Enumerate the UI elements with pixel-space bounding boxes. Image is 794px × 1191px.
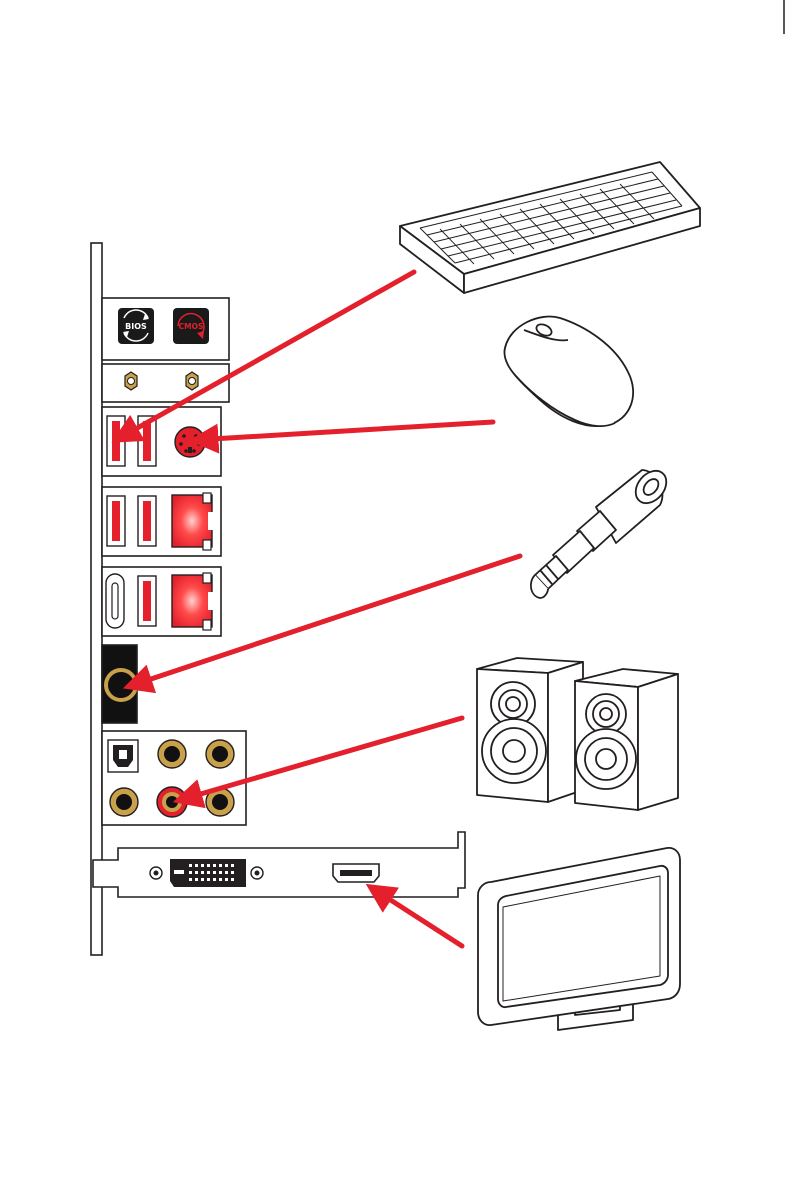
keyboard-icon bbox=[400, 162, 700, 293]
usb-port[interactable] bbox=[107, 416, 125, 466]
usb-port[interactable] bbox=[138, 576, 156, 626]
monitor-icon bbox=[478, 848, 680, 1030]
cmos-label: CMOS bbox=[179, 322, 204, 331]
audio-jack[interactable] bbox=[206, 740, 234, 768]
usb-c-port[interactable] bbox=[106, 574, 124, 628]
wifi-antenna-connector-2[interactable] bbox=[186, 372, 198, 390]
audio-line-out-jack[interactable] bbox=[157, 787, 187, 817]
antenna-block bbox=[102, 364, 229, 402]
usb-port[interactable] bbox=[107, 496, 125, 546]
hdmi-port[interactable] bbox=[333, 864, 379, 882]
mouse-arrow bbox=[196, 422, 493, 440]
optical-spdif-port[interactable] bbox=[108, 740, 138, 772]
headphone-adapter-icon bbox=[531, 465, 673, 598]
bios-label: BIOS bbox=[125, 322, 147, 331]
clear-cmos-button[interactable]: CMOS bbox=[173, 308, 209, 344]
usb-port[interactable] bbox=[138, 496, 156, 546]
audio-jack[interactable] bbox=[158, 740, 186, 768]
speakers-icon bbox=[477, 658, 678, 810]
audio-jack[interactable] bbox=[110, 788, 138, 816]
mouse-icon bbox=[504, 317, 633, 427]
wifi-antenna-connector-1[interactable] bbox=[125, 372, 137, 390]
lan-port[interactable] bbox=[172, 573, 214, 630]
io-shield-plate bbox=[91, 243, 102, 955]
graphics-card-bracket bbox=[93, 832, 465, 897]
lan-port[interactable] bbox=[172, 493, 214, 550]
bios-flashback-button[interactable]: BIOS bbox=[118, 308, 154, 344]
